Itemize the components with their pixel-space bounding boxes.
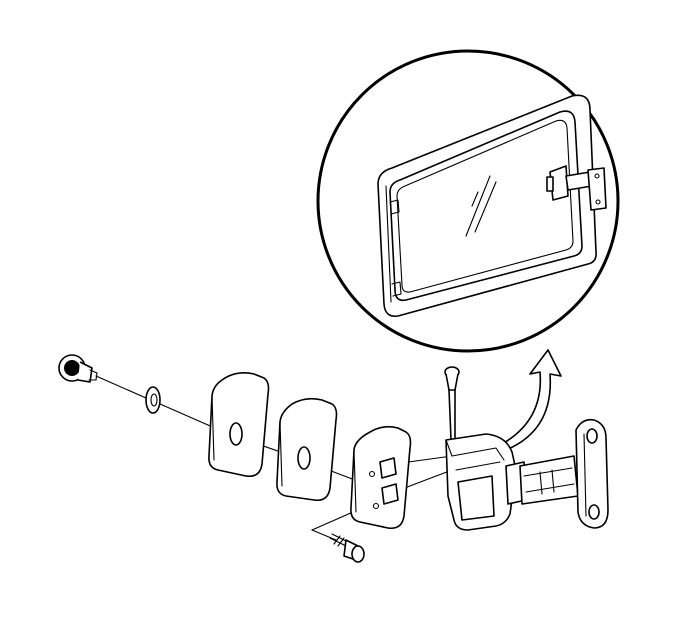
hinge-icon <box>445 418 609 531</box>
hinge-pin-icon <box>444 366 460 447</box>
side-window-icon <box>377 94 607 318</box>
spacer-plate-icon <box>276 397 338 502</box>
cap-nut-icon <box>58 354 98 383</box>
spacer-plate-icon <box>208 372 270 478</box>
backing-plate-icon <box>350 425 412 530</box>
washer-icon <box>145 386 161 414</box>
callout-arrow <box>501 349 562 451</box>
bolt-icon <box>329 533 365 563</box>
window-detail-view <box>316 49 620 353</box>
